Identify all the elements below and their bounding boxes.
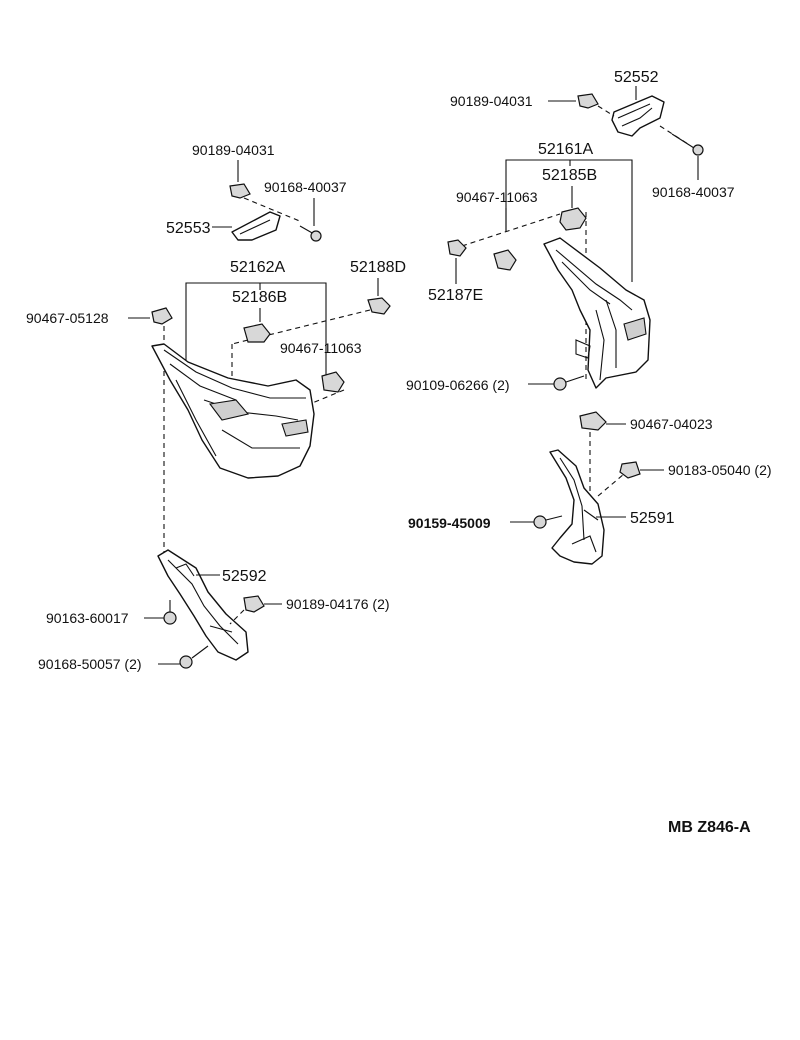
- label-90189-04176: 90189-04176 (2): [286, 596, 390, 612]
- bumper-right-52161A: [543, 237, 651, 389]
- label-90168-40037-right: 90168-40037: [652, 184, 735, 200]
- label-90109-06266: 90109-06266 (2): [406, 377, 510, 393]
- label-90189-04031-right: 90189-04031: [450, 93, 533, 109]
- clip-52186B: [243, 323, 271, 343]
- clip-90189-04031-right: [577, 93, 599, 109]
- label-90168-40037-left: 90168-40037: [264, 179, 347, 195]
- bolt-90159-45009: [533, 515, 563, 529]
- label-52553: 52553: [166, 220, 211, 237]
- screw-90168-50057: [179, 645, 209, 669]
- label-52186B: 52186B: [232, 289, 287, 306]
- label-90467-04023: 90467-04023: [630, 416, 713, 432]
- clip-90467-05128: [151, 307, 173, 325]
- bolt-90163-60017: [163, 600, 177, 625]
- label-90467-11063-right: 90467-11063: [456, 189, 538, 205]
- clip-90467-11063-right: [493, 249, 517, 271]
- clip-52188D: [367, 297, 391, 315]
- clip-90189-04031-left: [229, 183, 251, 199]
- clip-90467-11063-left: [321, 371, 345, 393]
- bumper-left-52162A: [151, 343, 315, 479]
- label-52552: 52552: [614, 69, 659, 86]
- label-52161A: 52161A: [538, 141, 593, 158]
- label-90163-60017: 90163-60017: [46, 610, 129, 626]
- label-52185B: 52185B: [542, 167, 597, 184]
- clip-90467-04023: [579, 411, 607, 431]
- clip-52187E: [447, 239, 467, 257]
- bracket-52553: [231, 211, 281, 241]
- mudguard-52591: [549, 449, 605, 565]
- label-52188D: 52188D: [350, 259, 406, 276]
- drawing-code: MB Z846-A: [668, 819, 751, 836]
- clip-90189-04176: [243, 595, 265, 613]
- label-90159-45009: 90159-45009: [408, 515, 491, 531]
- bolt-90109-06266: [553, 375, 585, 391]
- label-90168-50057: 90168-50057 (2): [38, 656, 142, 672]
- nut-90183-05040: [619, 461, 641, 479]
- label-52162A: 52162A: [230, 259, 285, 276]
- label-90467-05128: 90467-05128: [26, 310, 109, 326]
- label-90467-11063-left: 90467-11063: [280, 340, 362, 356]
- label-90189-04031-left: 90189-04031: [192, 142, 275, 158]
- bracket-52552: [611, 95, 665, 137]
- clip-52185B: [559, 207, 587, 231]
- label-52591: 52591: [630, 510, 675, 527]
- mudguard-52592: [157, 549, 249, 661]
- label-90183-05040: 90183-05040 (2): [668, 462, 772, 478]
- label-52187E: 52187E: [428, 287, 483, 304]
- label-52592: 52592: [222, 568, 267, 585]
- screw-90168-40037-left: [299, 225, 322, 242]
